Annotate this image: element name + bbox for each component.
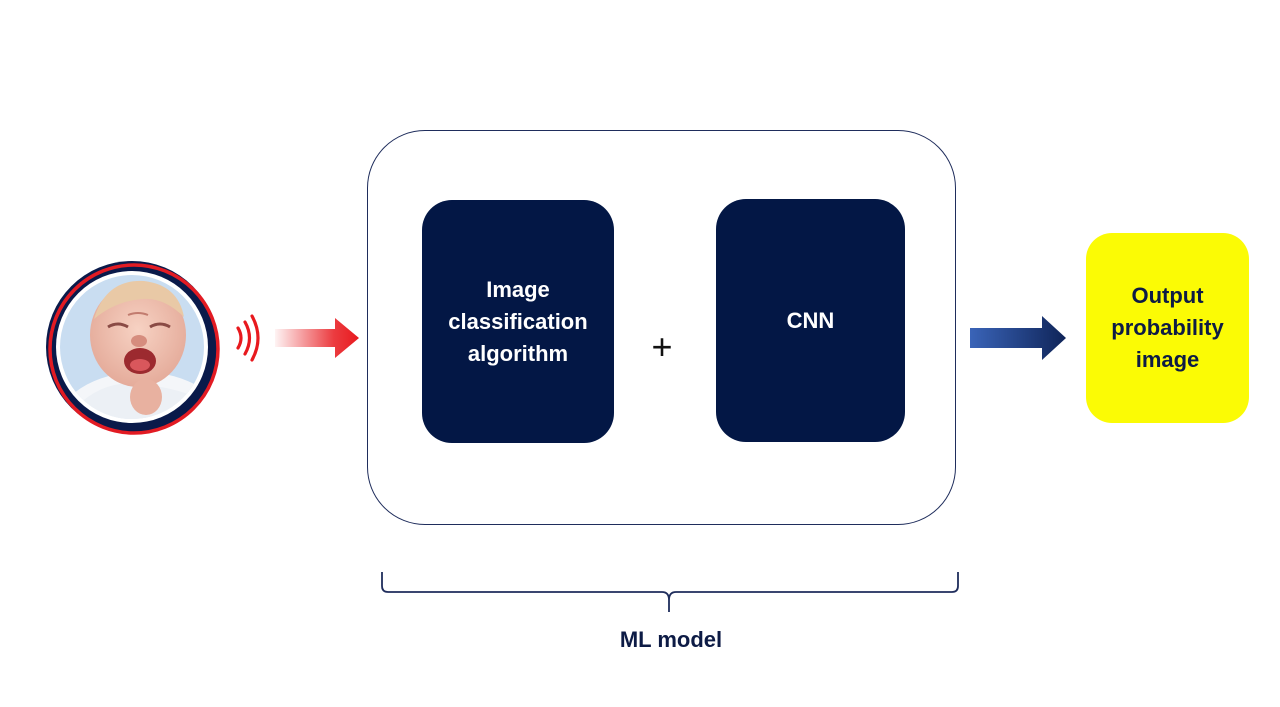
cnn-box: CNN [716, 199, 905, 442]
image-classification-algorithm-box: Image classification algorithm [422, 200, 614, 443]
ml-model-container [367, 130, 956, 525]
output-probability-image-label: Output probability image [1111, 283, 1224, 372]
crying-baby-photo [46, 261, 220, 435]
cnn-label: CNN [786, 307, 835, 333]
output-arrow-icon [970, 316, 1066, 360]
image-classification-algorithm-label: Image classification algorithm [448, 276, 588, 366]
output-probability-image-box: Output probability image [1086, 233, 1249, 423]
ml-model-label: ML model [619, 627, 723, 652]
sound-waves-icon [236, 314, 260, 362]
input-arrow-icon [275, 318, 359, 358]
ml-model-brace [381, 572, 959, 612]
plus-operator: + [651, 326, 673, 367]
